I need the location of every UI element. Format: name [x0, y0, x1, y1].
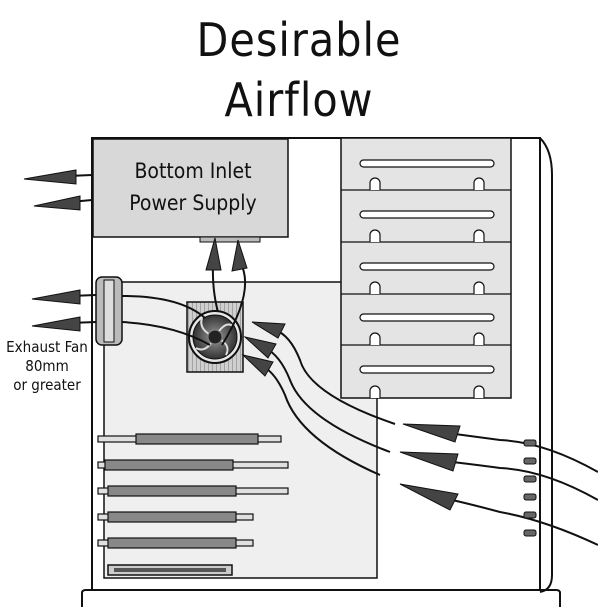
drive-bays: [340, 137, 512, 399]
rear-exhaust-arrow-2: [31, 316, 97, 332]
title-line-1: Desirable: [196, 13, 401, 67]
exhaust-fan-label-line-2: 80mm: [25, 357, 68, 375]
case-base: [81, 589, 561, 607]
front-vents: [523, 439, 537, 537]
internal-flow-2: [243, 336, 391, 453]
power-supply: Bottom Inlet Power Supply: [92, 138, 289, 243]
cpu-to-exhaust-flow-2: [121, 321, 211, 346]
exhaust-fan: [95, 276, 123, 346]
exhaust-fan-label-line-3: or greater: [13, 376, 81, 394]
title-line-2: Airflow: [224, 73, 373, 127]
expansion-slots: [97, 433, 289, 576]
computer-case: [81, 137, 561, 607]
exhaust-fan-label-line-1: Exhaust Fan: [6, 338, 88, 356]
cpu-to-psu-flow-2: [221, 239, 248, 346]
internal-flow-3: [241, 354, 381, 476]
psu-exhaust-arrow-2: [33, 195, 93, 211]
power-supply-label-line-1: Bottom Inlet: [134, 159, 251, 183]
cpu-heatsink-fan: [186, 301, 244, 373]
airflow-arrows: [23, 169, 598, 546]
psu-exhaust-arrow-1: [23, 169, 93, 185]
rear-exhaust-arrow-1: [31, 289, 97, 305]
front-intake-arrow-3: [399, 483, 598, 546]
front-intake-arrow-2: [399, 451, 598, 501]
cpu-to-psu-flow-1: [205, 237, 222, 313]
internal-flow-1: [251, 321, 396, 425]
cpu-to-exhaust-flow-1: [121, 295, 206, 319]
front-intake-arrow-1: [402, 423, 598, 473]
power-supply-label-line-2: Power Supply: [129, 191, 256, 215]
